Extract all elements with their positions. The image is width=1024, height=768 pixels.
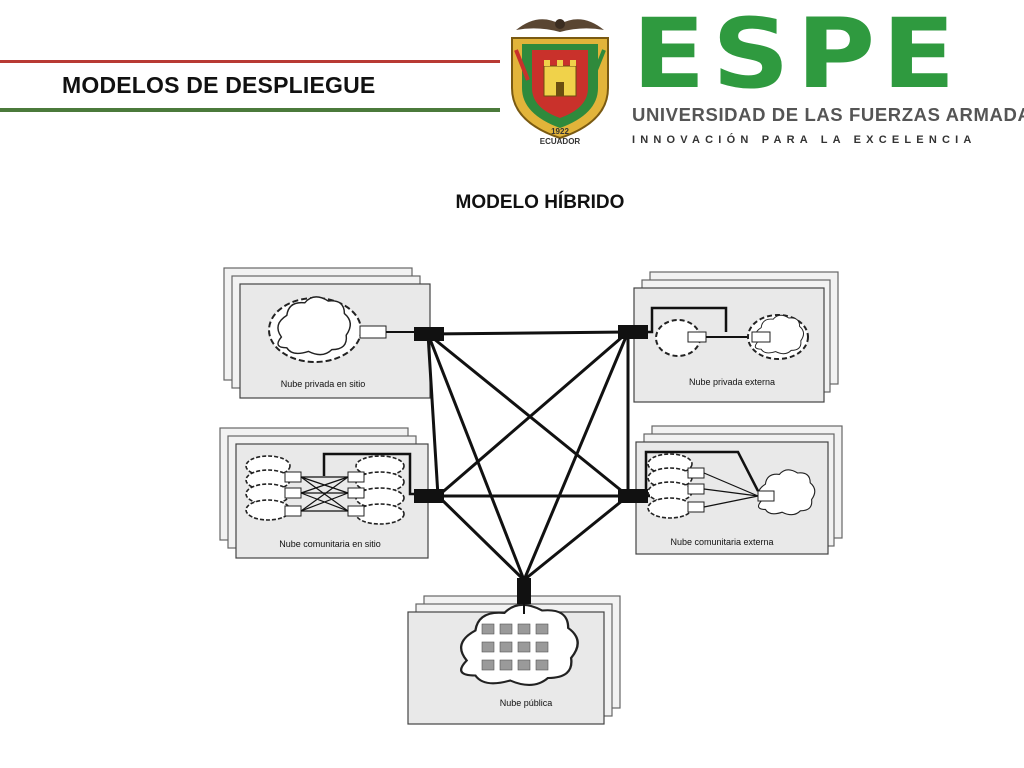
crest-country: ECUADOR [540,137,581,146]
crest-year: 1922 [551,127,569,136]
node-label: Nube privada en sitio [281,379,366,389]
node-label: Nube pública [500,698,553,708]
brand-name: ESPE [632,0,963,110]
university-crest-logo: 1922 ECUADOR [498,10,622,150]
node-private-onsite: Nube privada en sitio [223,267,431,399]
brand-subtitle: UNIVERSIDAD DE LAS FUERZAS ARMADAS [632,104,1024,125]
espe-brand-logo: ESPE UNIVERSIDAD DE LAS FUERZAS ARMADAS … [632,4,1024,148]
connector-private-external [618,325,648,339]
node-label: Nube comunitaria externa [670,537,773,547]
node-public: Nube pública [407,595,621,725]
connector-community-onsite [414,489,444,503]
connector-public [517,578,531,604]
brand-motto: INNOVACIÓN PARA LA EXCELENCIA [632,134,977,146]
node-private-external: Nube privada externa [633,271,839,403]
node-label: Nube comunitaria en sitio [279,539,381,549]
node-community-onsite: Nube comunitaria en sitio [219,427,429,559]
header-red-rule [0,60,500,63]
section-title: MODELO HÍBRIDO [455,192,625,213]
connection-mesh [426,330,630,582]
connector-community-external [618,489,648,503]
node-community-external: Nube comunitaria externa [635,425,843,555]
node-label: Nube privada externa [689,377,775,387]
connector-private-onsite [414,327,444,341]
connectors [414,325,648,604]
header-green-rule [0,108,500,112]
slide-title: MODELOS DE DESPLIEGUE [62,72,376,98]
